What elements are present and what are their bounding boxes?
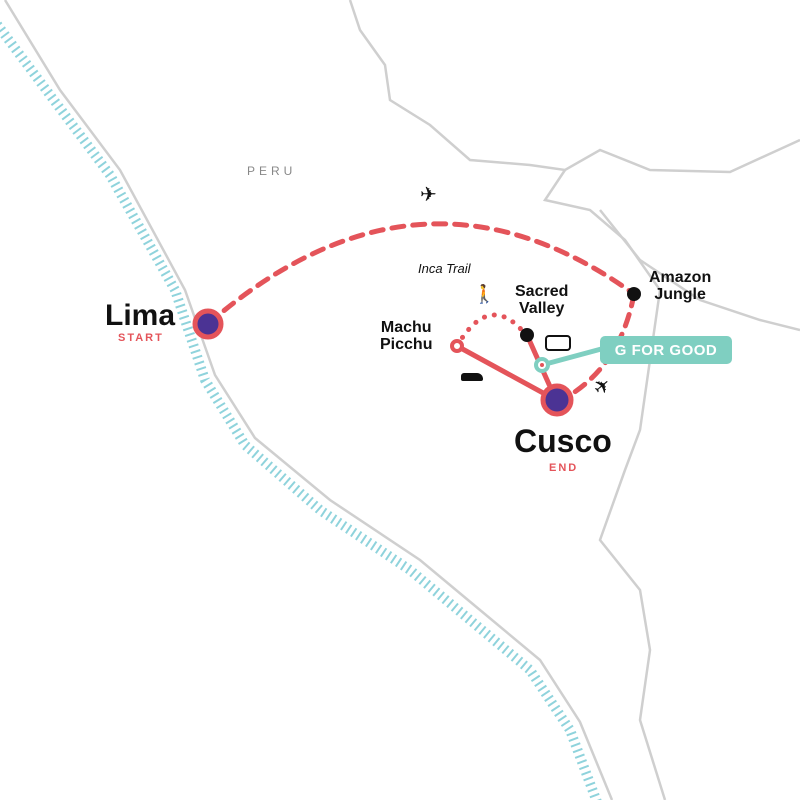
lima-label: Lima xyxy=(105,299,176,332)
coast-hatch xyxy=(0,20,602,800)
machu-picchu-marker xyxy=(450,339,464,353)
lima-marker xyxy=(192,308,224,340)
route-inca-trail xyxy=(454,312,529,349)
cusco-end-tag: END xyxy=(549,462,579,474)
cusco-label: Cusco xyxy=(514,423,612,459)
inca-trail-label: Inca Trail xyxy=(418,261,471,276)
lima-start-tag: START xyxy=(118,332,164,344)
route-flight-lima-amazon xyxy=(205,221,637,327)
borders xyxy=(3,0,800,800)
border-north xyxy=(348,0,800,174)
border-east xyxy=(542,169,667,800)
sacred-valley-marker xyxy=(520,328,534,342)
train-icon xyxy=(461,373,483,381)
plane-icon: ✈ xyxy=(420,184,437,206)
gfg-connector xyxy=(541,345,606,368)
gfg-dot-center xyxy=(540,363,544,367)
hiker-icon: 🚶 xyxy=(473,284,496,304)
machu-picchu-label: Machu Picchu xyxy=(380,319,433,353)
route-train xyxy=(455,343,558,403)
border-east2 xyxy=(599,209,800,332)
g-for-good-badge[interactable]: G FOR GOOD xyxy=(600,336,732,364)
cusco-marker xyxy=(540,383,574,417)
sacred-valley-label: Sacred Valley xyxy=(515,283,569,317)
coastline xyxy=(3,0,614,800)
country-label: PERU xyxy=(247,164,297,178)
amazon-marker xyxy=(627,287,641,301)
amazon-jungle-label: Amazon Jungle xyxy=(649,269,712,303)
bus-icon xyxy=(545,335,571,351)
